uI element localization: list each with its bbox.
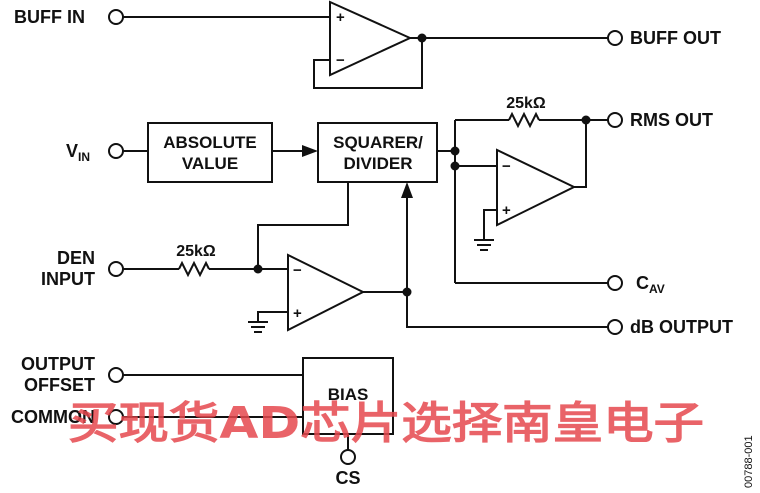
figure-code: 00788-001	[743, 435, 755, 488]
db-output-label: dB OUTPUT	[630, 317, 733, 337]
arrow-head-icon	[401, 182, 413, 198]
arrow-head-icon	[302, 145, 318, 157]
resistor-den-label: 25kΩ	[176, 243, 216, 260]
junction-dot	[450, 161, 460, 171]
rms-opamp-plus-sign: +	[502, 202, 511, 219]
resistor-rms-label: 25kΩ	[506, 95, 546, 112]
common-label: COMMON	[11, 407, 95, 427]
cs-label: CS	[335, 468, 360, 488]
output-offset-pin	[108, 367, 124, 383]
buff-out-label: BUFF OUT	[630, 28, 721, 48]
absolute-value-block	[147, 122, 273, 183]
den-opamp-plus-sign: +	[293, 305, 302, 322]
buff-in-label: BUFF IN	[14, 7, 85, 27]
cav-pin	[607, 275, 623, 291]
wire-rms-opamp-gnd	[483, 209, 497, 240]
resistor-rms-icon	[508, 111, 540, 129]
squarer-divider-label-1: SQUARER/	[333, 133, 423, 152]
db-output-pin	[607, 319, 623, 335]
cav-label: CAV	[636, 273, 665, 296]
output-offset-label-2: OFFSET	[24, 375, 95, 395]
rms-opamp-minus-sign: −	[502, 158, 511, 175]
buffer-opamp	[329, 0, 413, 77]
wire-den-to-squarer	[257, 182, 349, 269]
squarer-divider-label-2: DIVIDER	[344, 154, 413, 173]
den-opamp-minus-sign: −	[293, 262, 302, 279]
watermark-text: 买现货AD芯片选择南皇电子	[68, 398, 704, 449]
wire-den-opamp-gnd	[257, 311, 288, 322]
buff-out-pin	[607, 30, 623, 46]
rms-out-label: RMS OUT	[630, 110, 713, 130]
junction-dot	[417, 33, 427, 43]
cs-pin	[340, 449, 356, 465]
den-input-label-1: DEN	[57, 248, 95, 268]
squarer-divider-block	[317, 122, 438, 183]
wire-buffer-feedback	[313, 38, 423, 89]
absolute-value-label-1: ABSOLUTE	[163, 133, 257, 152]
resistor-den-icon	[178, 260, 210, 278]
buffer-plus-sign: +	[336, 9, 345, 26]
buff-in-pin	[108, 9, 124, 25]
absolute-value-label-2: VALUE	[182, 154, 238, 173]
den-input-pin	[108, 261, 124, 277]
den-opamp	[287, 253, 366, 332]
wire-rms-opamp-out	[574, 120, 587, 188]
rms-opamp	[496, 148, 577, 227]
wire-db-output	[406, 292, 608, 328]
rms-out-pin	[607, 112, 623, 128]
buffer-minus-sign: −	[336, 52, 345, 69]
junction-dot	[450, 146, 460, 156]
bias-label: BIAS	[328, 385, 369, 404]
output-offset-label-1: OUTPUT	[21, 354, 95, 374]
den-input-label-2: INPUT	[41, 269, 95, 289]
bias-block	[302, 357, 394, 435]
vin-pin	[108, 143, 124, 159]
vin-label: VIN	[66, 141, 90, 164]
